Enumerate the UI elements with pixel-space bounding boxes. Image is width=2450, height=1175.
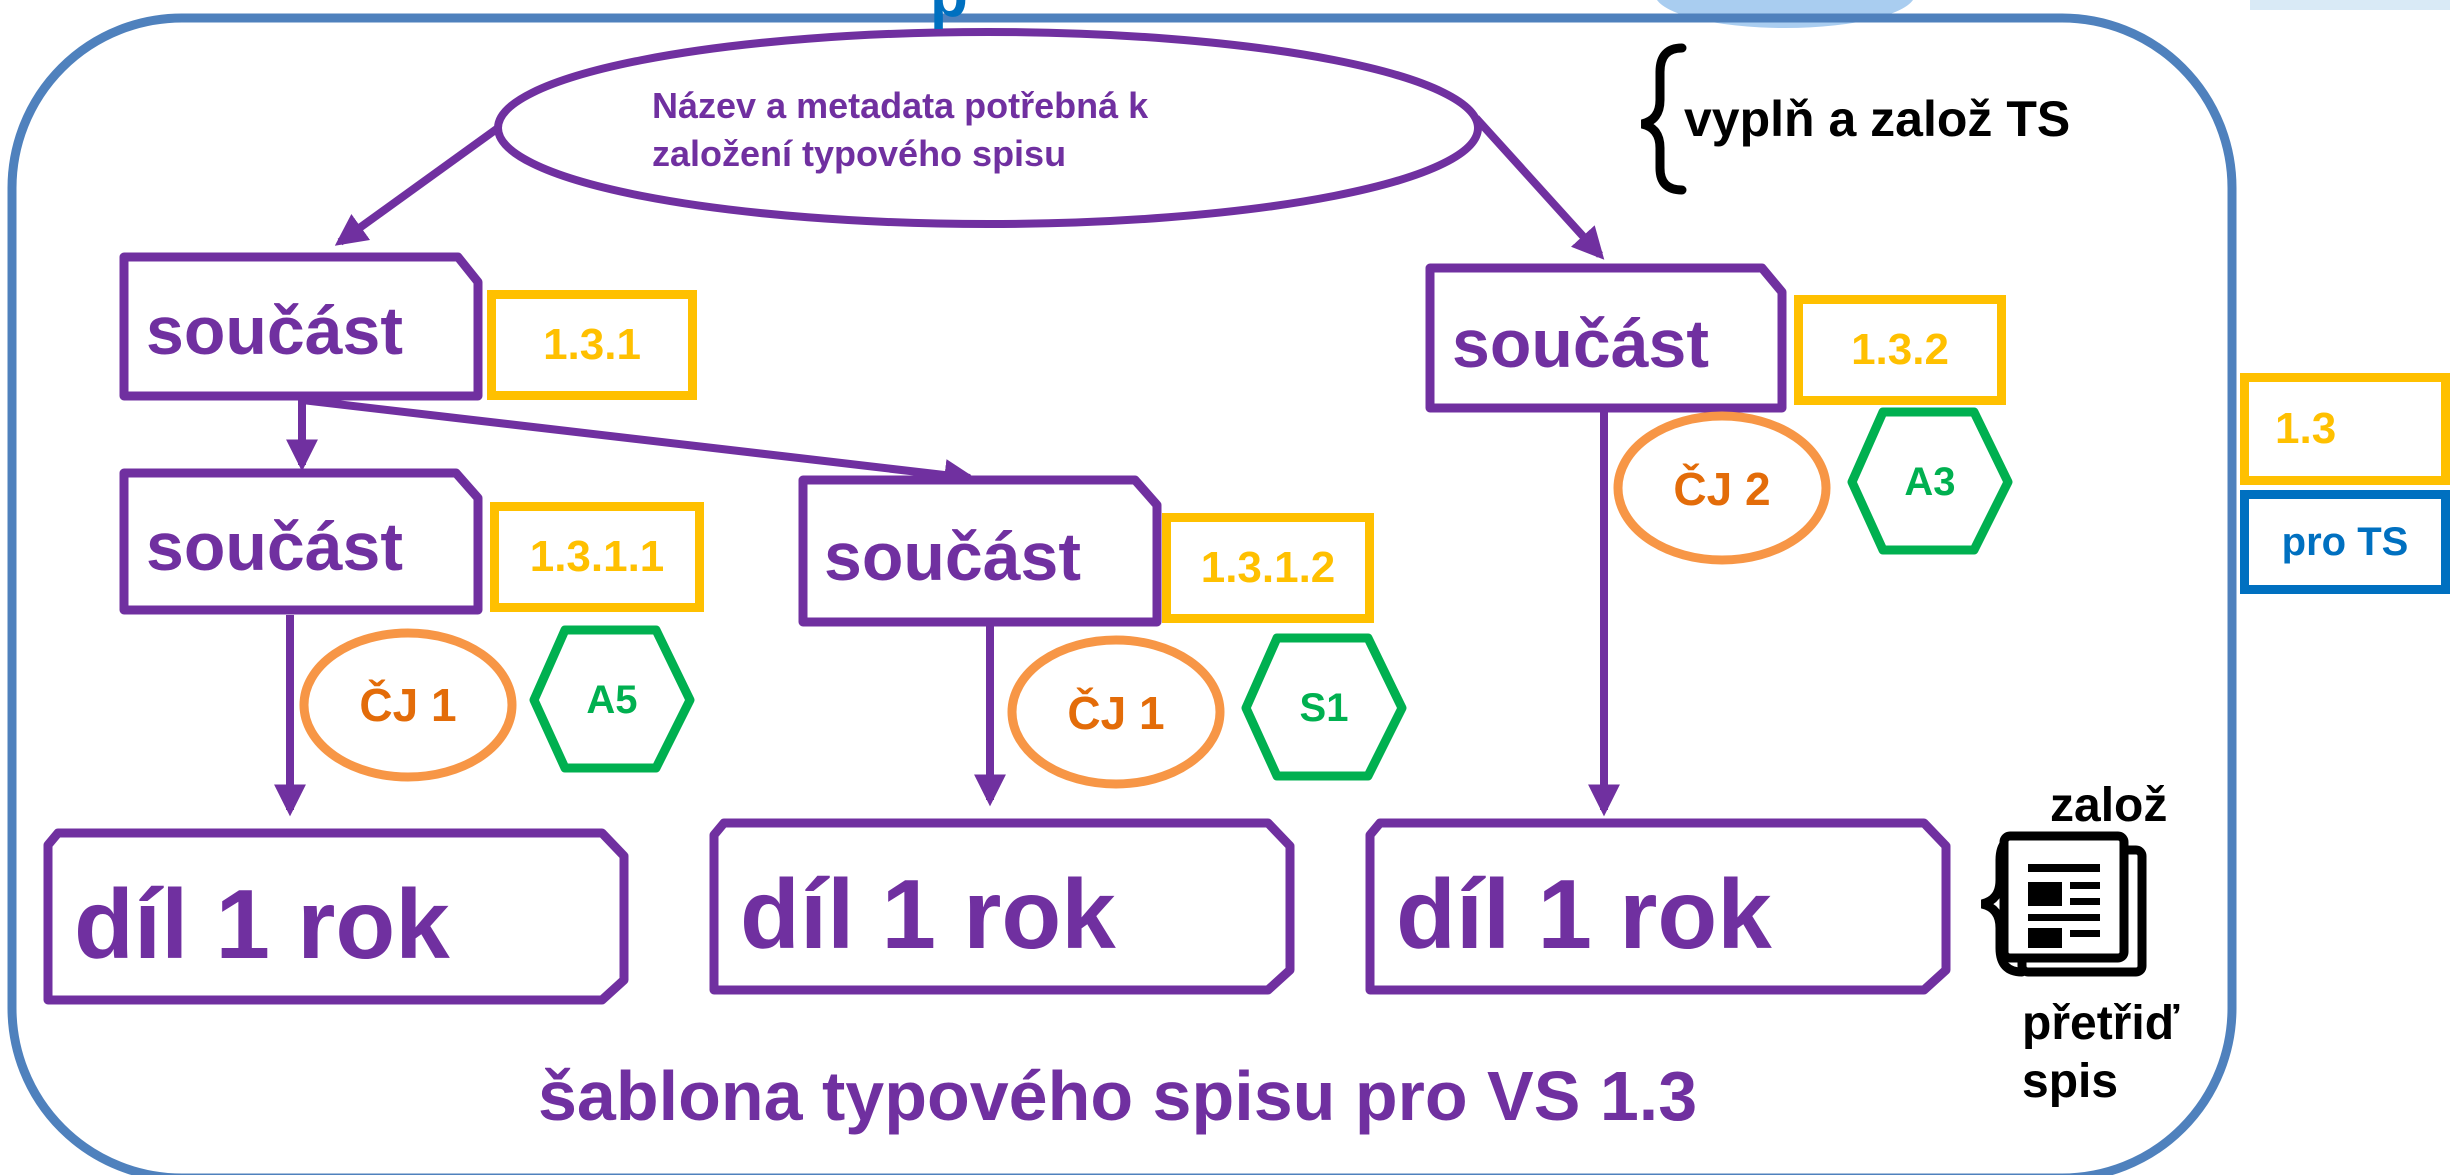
retention-hexagon-2 <box>1241 633 1407 781</box>
template-title: šablona typového spisu pro VS 1.3 <box>538 1057 1698 1135</box>
brace-fill-note <box>1640 43 1687 195</box>
node-box-1312 <box>798 475 1162 627</box>
cj-tag-2: ČJ 1 <box>1067 687 1165 739</box>
node-label-1312: součást <box>824 519 1081 595</box>
part-label-3: díl 1 rok <box>1396 859 1772 969</box>
cj-ellipse-1 <box>299 628 517 782</box>
top-banner-partial-text: p <box>930 0 968 31</box>
side-code-box: 1.3 <box>2240 373 2450 485</box>
node-box-132 <box>1425 263 1787 413</box>
template-frame <box>7 13 2237 1175</box>
node-box-1311 <box>119 468 483 615</box>
part-label-1: díl 1 rok <box>74 869 450 979</box>
cj-tag-1: ČJ 1 <box>359 679 457 731</box>
part-box-3 <box>1365 818 1951 995</box>
retention-tag-3: A3 <box>1904 460 1956 504</box>
connector-root-right <box>1473 115 1605 260</box>
root-ellipse <box>494 28 1482 228</box>
code-box-1312: 1.3.1.2 <box>1162 513 1374 623</box>
retention-tag-1: A5 <box>586 678 638 722</box>
code-box-132: 1.3.2 <box>1794 295 2006 405</box>
pro-ts-box: pro TS <box>2240 490 2450 594</box>
part-box-2 <box>709 818 1295 995</box>
cj-tag-3: ČJ 2 <box>1673 463 1771 515</box>
create-action-label: založ <box>2050 779 2168 832</box>
root-label: Název a metadata potřebná k založení typ… <box>652 85 1149 174</box>
cj-ellipse-2 <box>1007 635 1225 789</box>
part-label-2: díl 1 rok <box>740 859 1116 969</box>
retention-hexagon-1 <box>529 625 695 773</box>
code-box-1311: 1.3.1.1 <box>490 502 704 612</box>
node-label-131: součást <box>146 293 403 369</box>
node-box-131 <box>119 252 483 401</box>
retention-hexagon-3 <box>1847 407 2013 555</box>
reclassify-action-label: přetřiď <box>2022 997 2180 1050</box>
fill-note: vyplň a založ TS <box>1684 91 2071 147</box>
retention-tag-2: S1 <box>1299 686 1349 730</box>
part-box-1 <box>43 828 629 1005</box>
node-label-132: součást <box>1452 306 1709 382</box>
connector-root-left <box>334 124 501 246</box>
reclassify-action-label-2: spis <box>2022 1055 2119 1108</box>
cj-ellipse-3 <box>1613 411 1831 565</box>
file-document-icon <box>1999 831 2147 977</box>
code-box-131: 1.3.1 <box>487 290 697 400</box>
connector-131-to-1312 <box>301 396 977 491</box>
node-label-1311: součást <box>146 509 403 585</box>
